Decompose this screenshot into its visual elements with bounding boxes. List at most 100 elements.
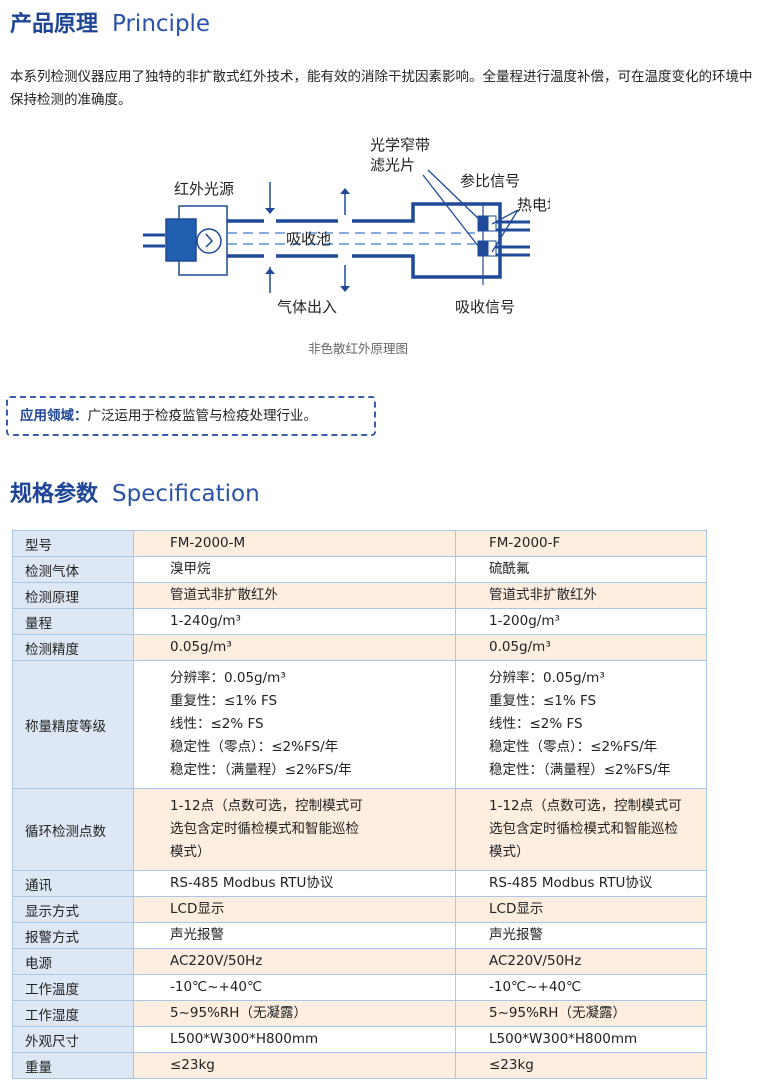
value-line: RS-485 Modbus RTU协议	[170, 875, 334, 891]
table-row: 工作温度 -10℃~+40℃ -10℃~+40℃	[12, 974, 707, 1001]
row-label: 外观尺寸	[12, 1026, 134, 1053]
value-line: 分辨率：0.05g/m³	[489, 670, 605, 686]
ndir-diagram: 红外光源 光学窄带 滤光片 参比信号 热电堆 吸收池 气体出入 吸收信号 非色散…	[143, 136, 550, 356]
row-label: 型号	[12, 530, 134, 557]
value-line: 0.05g/m³	[170, 639, 232, 655]
fm2000f-value: 1-12点（点数可选，控制模式可选包含定时循检模式和智能巡检模式）	[455, 788, 707, 871]
principle-title-en: Principle	[112, 11, 211, 37]
label-absorption-cell: 吸收池	[286, 230, 331, 248]
label-filter-2: 滤光片	[370, 156, 415, 174]
fm2000m-value: 5~95%RH（无凝露）	[133, 1000, 456, 1027]
table-row: 量程 1-240g/m³ 1-200g/m³	[12, 608, 707, 635]
table-row: 检测气体 溴甲烷 硫酰氟	[12, 556, 707, 583]
value-line: 声光报警	[489, 927, 543, 943]
label-gas-io: 气体出入	[277, 298, 337, 316]
spec-title-cn: 规格参数	[10, 482, 99, 507]
value-line: 溴甲烷	[170, 561, 211, 577]
row-label: 通讯	[12, 870, 134, 897]
fm2000m-value: 溴甲烷	[133, 556, 456, 583]
application-box: 应用领域：广泛运用于检疫监管与检疫处理行业。	[6, 396, 376, 436]
value-line: L500*W300*H800mm	[489, 1031, 638, 1047]
row-label: 循环检测点数	[12, 788, 134, 871]
fm2000f-value: 声光报警	[455, 922, 707, 949]
fm2000m-value: 声光报警	[133, 922, 456, 949]
label-thermopile: 热电堆	[517, 196, 550, 214]
value-line: 5~95%RH（无凝露）	[489, 1005, 626, 1021]
fm2000m-value: RS-485 Modbus RTU协议	[133, 870, 456, 897]
fm2000m-value: 管道式非扩散红外	[133, 582, 456, 609]
table-row: 报警方式声光报警声光报警	[12, 922, 707, 949]
value-line: RS-485 Modbus RTU协议	[489, 875, 653, 891]
label-reference-signal: 参比信号	[460, 172, 520, 190]
fm2000f-value: -10℃~+40℃	[455, 974, 707, 1001]
row-label: 重量	[12, 1052, 134, 1079]
value-line: 选包含定时循检模式和智能巡检	[170, 821, 359, 837]
intro-text: 本系列检测仪器应用了独特的非扩散式红外技术，能有效的消除干扰因素影响。全量程进行…	[10, 69, 753, 108]
row-label: 检测气体	[12, 556, 134, 583]
row-label: 量程	[12, 608, 134, 635]
value-line: 管道式非扩散红外	[489, 587, 597, 603]
fm2000m-value: L500*W300*H800mm	[133, 1026, 456, 1053]
fm2000m-value: 1-240g/m³	[133, 608, 456, 635]
fm2000f-value: 0.05g/m³	[455, 634, 707, 661]
value-line: 模式）	[170, 844, 211, 860]
fm2000f-value: AC220V/50Hz	[455, 948, 707, 975]
row-label: 检测精度	[12, 634, 134, 661]
fm2000f-value: LCD显示	[455, 896, 707, 923]
spec-heading: 规格参数 Specification	[10, 476, 260, 508]
diagram-caption: 非色散红外原理图	[308, 341, 408, 356]
row-label: 工作温度	[12, 974, 134, 1001]
fm2000m-value: 1-12点（点数可选，控制模式可选包含定时循检模式和智能巡检模式）	[133, 788, 456, 871]
value-line: AC220V/50Hz	[489, 953, 582, 969]
principle-heading: 产品原理 Principle	[10, 6, 210, 38]
value-line: 稳定性（零点）：≤2%FS/年	[489, 739, 658, 755]
value-line: -10℃~+40℃	[489, 979, 582, 995]
value-line: 稳定性：（满量程）≤2%FS/年	[489, 762, 671, 778]
fm2000f-value: 管道式非扩散红外	[455, 582, 707, 609]
value-line: ≤23kg	[489, 1057, 534, 1073]
fm2000f-value: L500*W300*H800mm	[455, 1026, 707, 1053]
value-line: L500*W300*H800mm	[170, 1031, 319, 1047]
fm2000m-value: -10℃~+40℃	[133, 974, 456, 1001]
row-label: 显示方式	[12, 896, 134, 923]
value-line: FM-2000-M	[170, 535, 246, 551]
table-row: 检测原理 管道式非扩散红外 管道式非扩散红外	[12, 582, 707, 609]
value-line: -10℃~+40℃	[170, 979, 263, 995]
spec-title-en: Specification	[112, 481, 260, 507]
value-line: ≤23kg	[170, 1057, 215, 1073]
row-label: 工作湿度	[12, 1000, 134, 1027]
spec-table: 型号 FM-2000-M FM-2000-F 检测气体 溴甲烷 硫酰氟检测原理 管道式非扩散…	[12, 530, 707, 1079]
value-line: 线性：≤2% FS	[489, 716, 583, 732]
label-absorb-signal: 吸收信号	[455, 298, 515, 316]
value-line: 管道式非扩散红外	[170, 587, 278, 603]
application-label: 应用领域：	[20, 408, 88, 424]
value-line: 1-240g/m³	[170, 613, 241, 629]
fm2000f-value: 1-200g/m³	[455, 608, 707, 635]
value-line: 硫酰氟	[489, 561, 530, 577]
row-label: 称量精度等级	[12, 660, 134, 789]
fm2000f-value: FM-2000-F	[455, 530, 707, 557]
fm2000m-value: FM-2000-M	[133, 530, 456, 557]
fm2000m-value: ≤23kg	[133, 1052, 456, 1079]
fm2000m-value: LCD显示	[133, 896, 456, 923]
label-ir-source: 红外光源	[174, 180, 234, 198]
application-text: 广泛运用于检疫监管与检疫处理行业。	[87, 408, 318, 424]
value-line: LCD显示	[489, 901, 544, 917]
fm2000f-value: 硫酰氟	[455, 556, 707, 583]
value-line: 1-200g/m³	[489, 613, 560, 629]
row-label: 检测原理	[12, 582, 134, 609]
fm2000f-value: ≤23kg	[455, 1052, 707, 1079]
value-line: 选包含定时循检模式和智能巡检	[489, 821, 678, 837]
fm2000f-value: RS-485 Modbus RTU协议	[455, 870, 707, 897]
value-line: 声光报警	[170, 927, 224, 943]
fm2000f-value: 5~95%RH（无凝露）	[455, 1000, 707, 1027]
fm2000m-value: AC220V/50Hz	[133, 948, 456, 975]
fm2000m-value: 0.05g/m³	[133, 634, 456, 661]
